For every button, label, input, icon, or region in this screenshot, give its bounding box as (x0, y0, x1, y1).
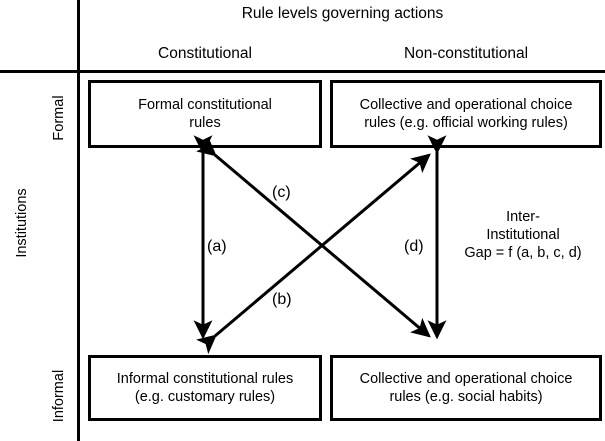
row-axis-divider-line (77, 0, 80, 441)
row-header-formal: Formal (51, 95, 67, 141)
cell-formal-non-constitutional-line1: Collective and operational choice (359, 97, 573, 113)
cell-formal-non-constitutional-line2: rules (e.g. official working rules) (364, 115, 568, 131)
row-axis-title: Institutions (14, 188, 30, 258)
arrow-c-diagonal-down-right (196, 136, 431, 338)
arrow-b-diagonal-up-right (196, 153, 431, 355)
cell-formal-constitutional: Formal constitutional rules (88, 80, 322, 148)
column-axis-title: Rule levels governing actions (241, 5, 444, 22)
cell-informal-constitutional: Informal constitutional rules (e.g. cust… (88, 355, 322, 421)
cell-informal-non-constitutional: Collective and operational choice rules … (330, 355, 602, 421)
cell-formal-constitutional-line1: Formal constitutional (138, 97, 272, 113)
header-divider-line (0, 70, 605, 73)
arrow-label-d: (d) (404, 238, 424, 255)
row-header-informal: Informal (51, 369, 67, 423)
gap-note-line1: Inter- (506, 209, 540, 225)
cell-informal-constitutional-line2: (e.g. customary rules) (134, 389, 276, 405)
arrow-label-a: (a) (207, 238, 227, 255)
gap-note-line2: Institutional (486, 227, 560, 243)
cell-formal-constitutional-line2: rules (189, 115, 221, 131)
inter-institutional-gap-note: Inter- Institutional Gap = f (a, b, c, d… (443, 208, 603, 262)
cell-informal-constitutional-line1: Informal constitutional rules (116, 371, 294, 387)
cell-informal-non-constitutional-line1: Collective and operational choice (359, 371, 573, 387)
arrow-label-c: (c) (272, 184, 291, 201)
cell-informal-non-constitutional-line2: rules (e.g. social habits) (389, 389, 543, 405)
column-header-constitutional: Constitutional (158, 45, 252, 62)
gap-note-line3: Gap = f (a, b, c, d) (464, 245, 582, 261)
cell-formal-non-constitutional: Collective and operational choice rules … (330, 80, 602, 148)
arrow-label-b: (b) (272, 291, 292, 308)
column-header-non-constitutional: Non-constitutional (403, 45, 529, 62)
